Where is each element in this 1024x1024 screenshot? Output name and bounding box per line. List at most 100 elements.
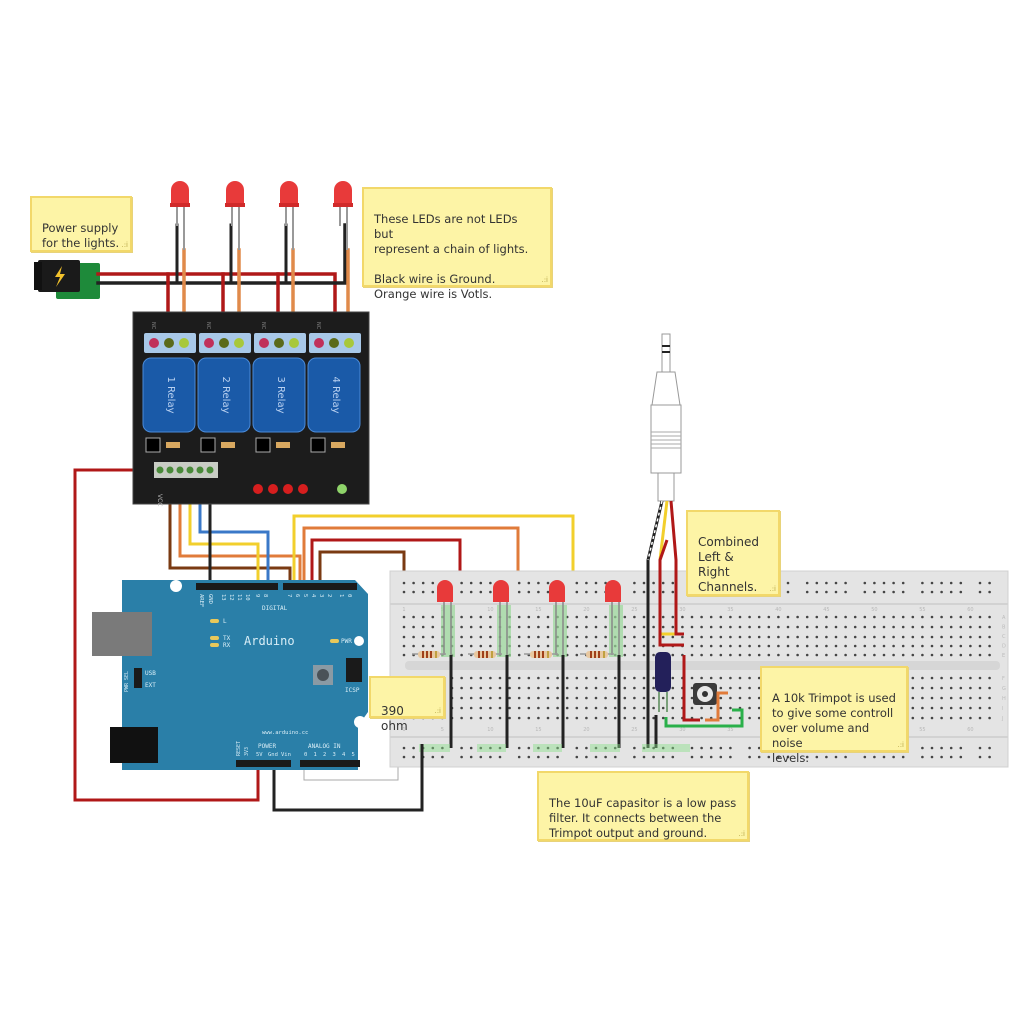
note-resistor: 390 ohm.:i [369, 676, 445, 733]
arduino-logo: Arduino [244, 634, 295, 648]
usb-label: USB [145, 670, 156, 677]
analog-pin-label: 3 [333, 752, 336, 758]
nc-label: NC [205, 322, 211, 330]
pin-label: 3 [318, 594, 324, 597]
led-light-chain [333, 181, 353, 250]
vcc-label: VCC [156, 494, 163, 506]
row-letter: G [1002, 686, 1006, 692]
row-letter: B [1002, 625, 1006, 631]
analog-pin-label: 0 [304, 752, 307, 758]
pwr-sel-label: PWR SEL [124, 671, 130, 692]
resistor-390-ohm [468, 651, 502, 658]
pin-label: 13 [220, 594, 226, 601]
capacitor [655, 652, 671, 712]
column-number: 1 [402, 727, 405, 733]
power-jack [34, 260, 100, 299]
column-number: 35 [727, 607, 733, 613]
analog-label: ANALOG IN [308, 743, 341, 750]
row-letter: I [1002, 706, 1003, 712]
nc-label: NC [150, 322, 156, 330]
row-letter: D [1002, 644, 1006, 650]
trimpot [693, 683, 717, 705]
breadboard-components [412, 333, 744, 748]
digital-label: DIGITAL [262, 605, 288, 612]
chain-leds [170, 181, 353, 250]
pin-label: 11 [236, 594, 242, 601]
pin-label: 9 [254, 594, 260, 597]
note-text: Power supply for the lights. [42, 221, 120, 250]
column-number: 20 [583, 607, 589, 613]
row-letter: A [1002, 615, 1006, 621]
audio-left-red [658, 539, 684, 647]
analog-pin-label: 4 [342, 752, 346, 758]
led-indicator [549, 580, 567, 657]
led-indicator [493, 580, 511, 657]
column-number: 10 [487, 607, 493, 613]
pin-label: 4 [310, 594, 316, 598]
wire-relay-in2 [178, 468, 302, 584]
nc-label: NC [260, 322, 266, 330]
power-pin-label: Gnd [268, 752, 278, 758]
column-number: 15 [535, 607, 541, 613]
column-number: 60 [967, 727, 973, 733]
column-number: 20 [583, 727, 589, 733]
wire-power-black [96, 223, 347, 285]
power-label: POWER [258, 743, 276, 750]
note-text: These LEDs are not LEDs but represent a … [374, 212, 529, 301]
trimpot-input-wire [682, 655, 700, 722]
pin-label: 10 [244, 594, 250, 601]
led-light-chain [170, 181, 190, 250]
relay-label: 1 Relay [165, 376, 176, 413]
relay-module: 1 Relay NC [142, 322, 196, 453]
pin-label: 1 [338, 594, 344, 597]
ext-label: EXT [145, 682, 156, 689]
usb-connector [92, 612, 152, 656]
note-combined-channels: Combined Left & Right Channels..:i [686, 510, 780, 596]
note-text: 390 ohm [381, 704, 408, 733]
row-letter: H [1002, 696, 1006, 702]
trimpot-wiper-wire [705, 691, 728, 722]
pwr-led-label: PWR [341, 638, 352, 645]
row-letter: E [1002, 653, 1005, 659]
analog-pin-label: 5 [352, 752, 355, 758]
relay-header [154, 462, 218, 478]
note-leds-info: These LEDs are not LEDs but represent a … [362, 187, 552, 301]
column-number: 1 [402, 607, 405, 613]
resistor-390-ohm [412, 651, 446, 658]
pin-label: 8 [262, 594, 268, 597]
pin-label: AREF [198, 594, 204, 607]
row-letter: C [1002, 634, 1006, 640]
column-number: 15 [535, 727, 541, 733]
note-power-supply: Power supply for the lights..:i [30, 196, 132, 252]
row-letter: F [1002, 676, 1005, 682]
audio-jack [650, 333, 682, 502]
wire-relay-in3 [188, 468, 260, 584]
column-number: 50 [871, 607, 877, 613]
note-capacitor: The 10uF capasitor is a low pass filter.… [537, 771, 749, 841]
reset-label: RESET [236, 741, 242, 756]
column-number: 25 [631, 607, 637, 613]
led-light-chain [279, 181, 299, 250]
v33-label: 3V3 [244, 747, 250, 756]
pin-label: 2 [326, 594, 332, 597]
column-number: 55 [919, 607, 925, 613]
trimpot-green-wire [664, 708, 744, 728]
relay-label: 3 Relay [275, 376, 286, 413]
column-number: 55 [919, 727, 925, 733]
column-number: 5 [441, 727, 444, 733]
led-indicator [605, 580, 623, 657]
relay-module: 3 Relay NC [252, 322, 306, 453]
wire-relay-in1 [168, 468, 292, 584]
column-number: 45 [823, 607, 829, 613]
pin-label: 7 [286, 594, 292, 597]
wire-pin-led4 [292, 514, 575, 620]
lightning-icon [55, 266, 65, 287]
analog-pin-label: 2 [323, 752, 326, 758]
led-light-chain [225, 181, 245, 250]
resistor-390-ohm [524, 651, 558, 658]
